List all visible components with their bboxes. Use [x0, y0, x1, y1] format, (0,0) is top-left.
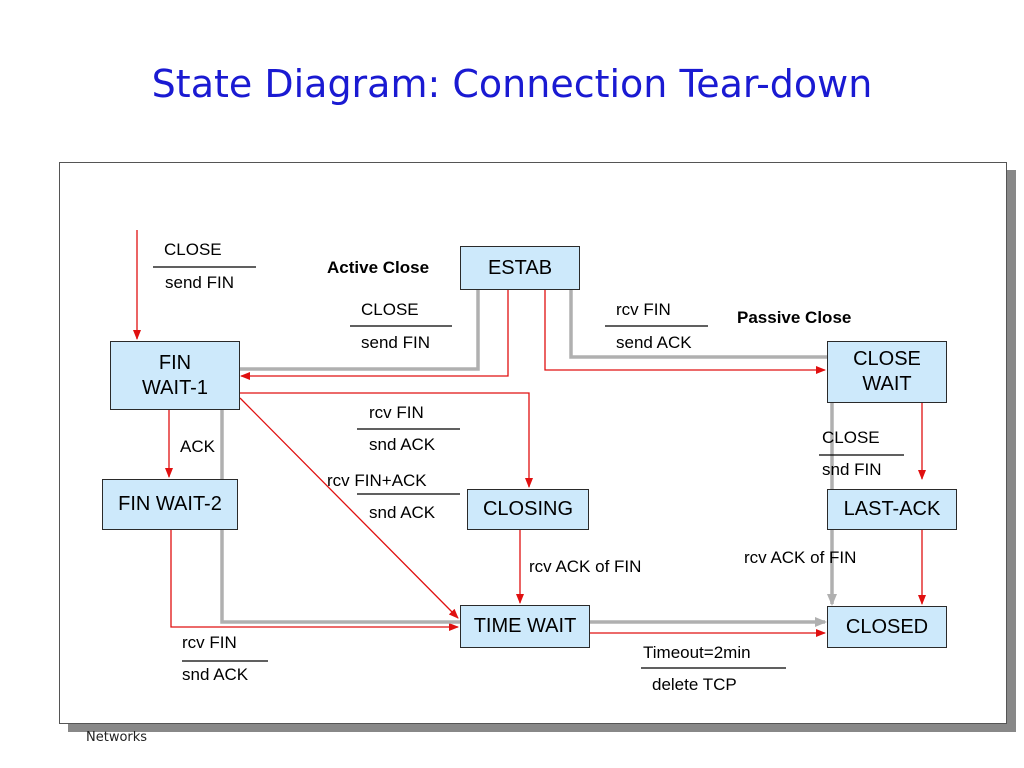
- arrow-finwait1-to-closing: [240, 392, 533, 488]
- state-estab: ESTAB: [460, 246, 580, 290]
- label-fw2-rcv-fin-event: rcv FIN: [182, 633, 237, 652]
- label-timewait-timeout-event: Timeout=2min: [643, 643, 751, 662]
- label-fw1-rcv-fin-event: rcv FIN: [369, 403, 424, 422]
- state-closed: CLOSED: [827, 606, 947, 648]
- label-fw1-rcv-finack-event: rcv FIN+ACK: [327, 471, 427, 490]
- label-fw1-ack: ACK: [180, 437, 215, 456]
- label-closewait-close-event: CLOSE: [822, 428, 880, 447]
- label-lastack-ack: rcv ACK of FIN: [744, 548, 857, 567]
- label-fw1-rcv-fin-action: snd ACK: [369, 435, 436, 454]
- state-time-wait: TIME WAIT: [460, 605, 590, 648]
- passive-close-heading: Passive Close: [737, 308, 852, 327]
- state-fin-wait-1: FIN WAIT-1: [110, 341, 240, 410]
- arrow-estab-to-finwait1: [240, 290, 509, 380]
- label-estab-close-action: send FIN: [361, 333, 430, 352]
- label-estab-rcv-fin-action: send ACK: [616, 333, 692, 352]
- label-init-close-action: send FIN: [165, 273, 234, 292]
- label-closewait-close-action: snd FIN: [822, 460, 882, 479]
- state-closing: CLOSING: [467, 489, 589, 530]
- label-estab-rcv-fin-event: rcv FIN: [616, 300, 671, 319]
- active-close-heading: Active Close: [327, 258, 430, 277]
- path-active-close: [220, 274, 827, 627]
- label-fw1-rcv-finack-action: snd ACK: [369, 503, 436, 522]
- state-last-ack: LAST-ACK: [827, 489, 957, 530]
- state-close-wait: CLOSE WAIT: [827, 341, 947, 403]
- arrow-finwait1-to-timewait: [239, 397, 459, 619]
- label-estab-close-event: CLOSE: [361, 300, 419, 319]
- label-closing-ack: rcv ACK of FIN: [529, 557, 642, 576]
- label-init-close-event: CLOSE: [164, 240, 222, 259]
- label-timewait-timeout-action: delete TCP: [652, 675, 737, 694]
- arrow-estab-to-closewait: [544, 290, 826, 374]
- label-fw2-rcv-fin-action: snd ACK: [182, 665, 249, 684]
- arrow-finwait2-to-timewait: [170, 530, 459, 631]
- state-fin-wait-2: FIN WAIT-2: [102, 479, 238, 530]
- footer-text: Networks: [86, 730, 148, 745]
- slide-title: State Diagram: Connection Tear-down: [151, 62, 873, 106]
